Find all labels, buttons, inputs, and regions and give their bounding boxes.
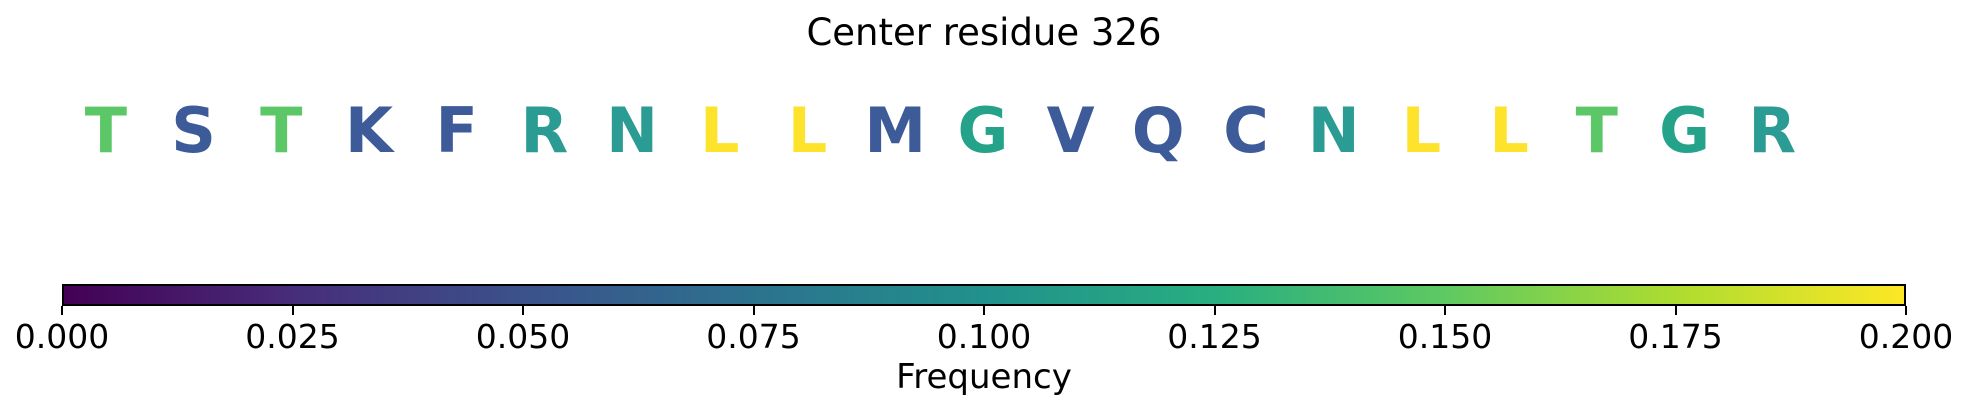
residue-letter: F <box>435 94 478 167</box>
colorbar-tick <box>1213 306 1216 315</box>
residue-letter: V <box>1046 94 1095 167</box>
residue-letter: G <box>1659 94 1710 167</box>
residue-letter: R <box>1748 94 1797 167</box>
colorbar-tick-label: 0.000 <box>14 317 110 356</box>
colorbar-ticks <box>61 306 1907 316</box>
colorbar-tick <box>522 306 524 315</box>
colorbar-tick-labels: 0.000 0.025 0.050 0.075 0.100 0.125 0.150 0.175… <box>15 317 1953 360</box>
residue-letter: S <box>171 94 216 167</box>
residue-letter: L <box>1489 94 1529 167</box>
colorbar-tick-label: 0.125 <box>1167 317 1262 356</box>
colorbar-tick <box>1674 306 1677 315</box>
colorbar-tick-label: 0.175 <box>1628 317 1723 356</box>
residue-letter: T <box>260 94 303 167</box>
residue-letter: G <box>957 94 1009 167</box>
chart-title: Center residue 326 <box>806 11 1162 54</box>
colorbar-tick <box>1444 306 1446 315</box>
residue-letter: N <box>1307 94 1360 167</box>
colorbar-tick-label: 0.050 <box>475 317 571 356</box>
residue-letter: K <box>344 94 393 167</box>
residue-letter: L <box>787 94 828 167</box>
residue-letter: Q <box>1131 94 1185 167</box>
residue-letter: N <box>606 94 659 167</box>
colorbar-tick-label: 0.075 <box>706 317 801 356</box>
colorbar-tick-label: 0.025 <box>245 317 340 356</box>
colorbar-tick-label: 0.200 <box>1858 317 1954 356</box>
residue-letter: L <box>1401 94 1442 167</box>
residue-letter: T <box>84 94 127 167</box>
residue-letter: T <box>1575 94 1618 167</box>
colorbar-tick-label: 0.100 <box>936 317 1032 356</box>
colorbar-tick <box>752 306 755 315</box>
colorbar-tick-label: 0.150 <box>1397 317 1493 356</box>
colorbar-tick <box>291 306 294 315</box>
colorbar-tick <box>983 306 985 315</box>
residue-letter: L <box>700 94 740 167</box>
residue-letter: R <box>520 94 569 167</box>
colorbar-axis-label: Frequency <box>896 357 1072 397</box>
colorbar-tick <box>61 306 63 315</box>
residue-letter: C <box>1223 94 1269 167</box>
colorbar-gradient <box>62 284 1906 306</box>
colorbar-tick <box>1905 306 1907 315</box>
residue-letter: M <box>864 94 927 167</box>
